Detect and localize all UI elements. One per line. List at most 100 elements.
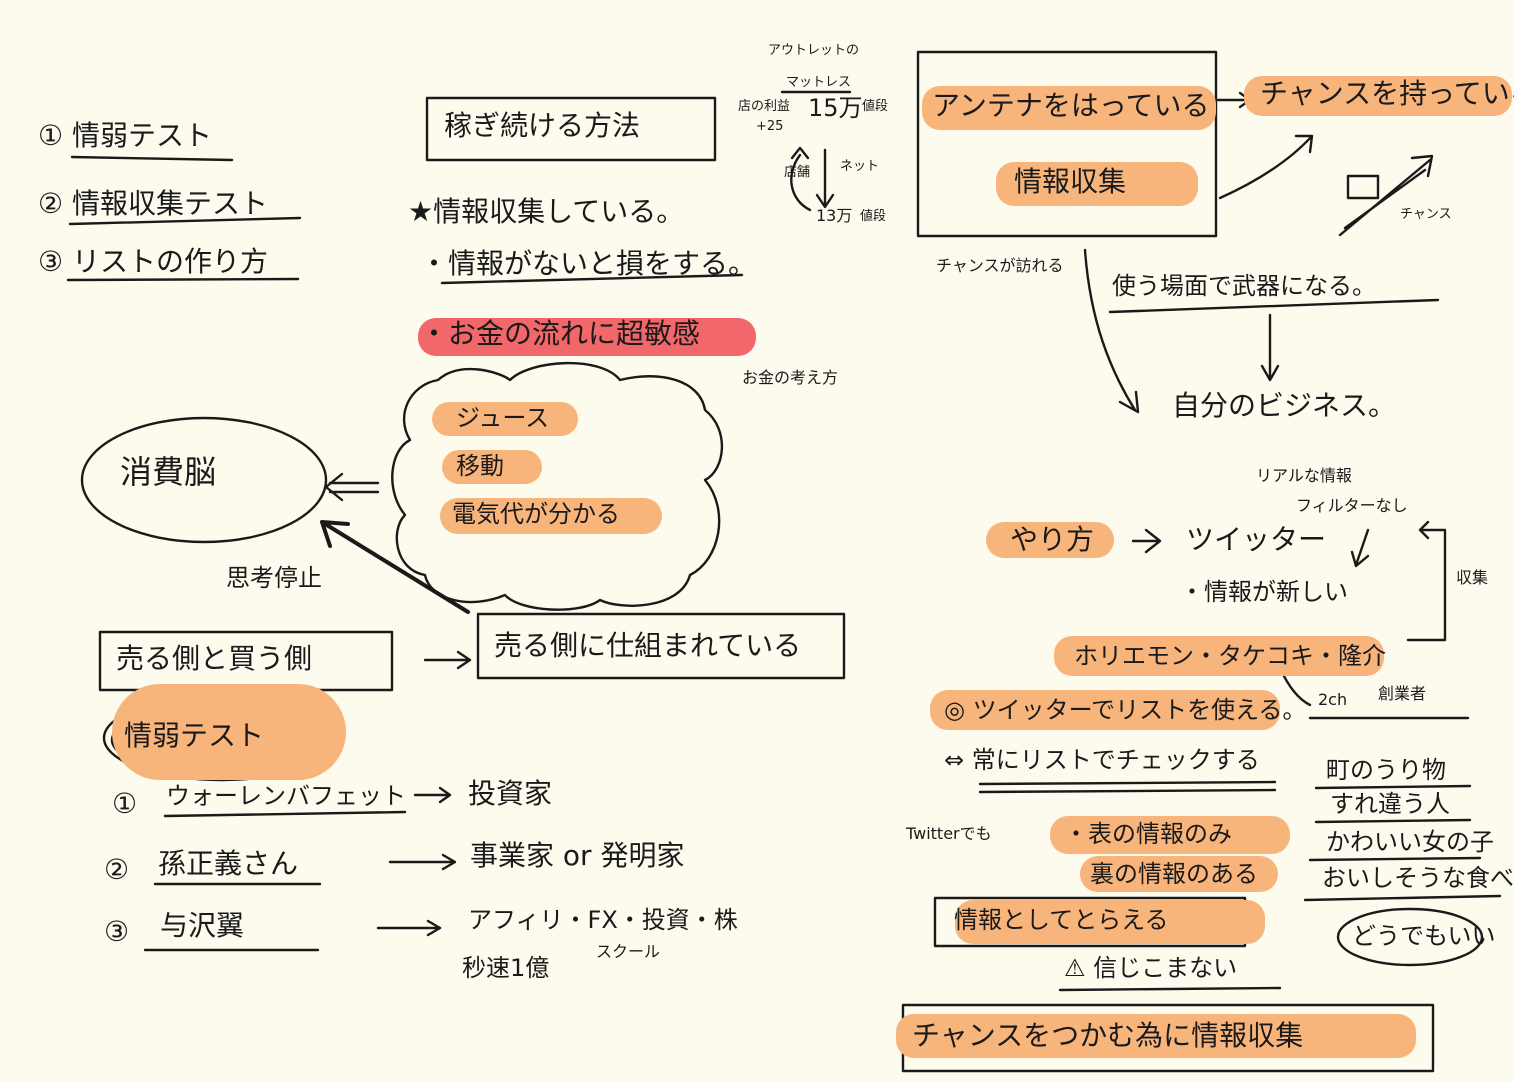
arrow-right [388,853,457,871]
underline [1058,986,1282,992]
arrow-right [413,786,452,804]
cloud-shape [391,361,724,611]
arrow-right [376,919,442,937]
filter-label: フィルターなし [1296,496,1408,515]
highlight [986,522,1114,558]
list-item-3: ③ リストの作り方 [38,245,269,278]
store-label: 店の利益 [738,99,791,114]
unit-2: 値段 [860,209,887,224]
consumer-label: 消費脳 [120,453,217,491]
arrow-down [1350,528,1370,568]
weapon-label: 使う場面で武器になる。 [1112,272,1376,300]
underline [440,273,744,285]
row-3-name: 与沢翼 [160,909,245,942]
price-2: 13万 [816,206,853,225]
info-collect-label: 情報収集 [1014,165,1127,198]
back-info: 裏の情報のある [1090,860,1258,888]
chance-small: チャンス [1400,207,1452,222]
new-info: ・情報が新しい [1180,578,1348,606]
underline [1314,784,1472,790]
row-1-role: 投資家 [468,777,553,810]
arrow-right [423,650,472,670]
arrow-updown [790,146,812,212]
underline [66,277,300,282]
highlight [440,498,662,534]
highlight [996,162,1198,206]
test-title: 情弱テスト [124,719,265,752]
box-buy-label: 売る側と買う側 [116,642,313,675]
stop-label: 思考停止 [226,564,322,592]
mattress-label: マットレス [786,75,852,90]
cloud-item-3: 電気代が分かる [452,500,620,528]
front-info: ・表の情報のみ [1064,820,1232,848]
consumer-ellipse [80,416,328,544]
check-label: ⇔ 常にリストでチェックする [944,746,1260,774]
method-title: 稼ぎ続ける方法 [444,109,641,142]
title-box [425,96,717,162]
highlight [922,86,1216,130]
list-item-2: ② 情報収集テスト [38,187,269,220]
as-info: 情報としてとらえる [954,906,1169,934]
highlight [432,402,578,436]
outlet-label: アウトレットの [768,43,860,58]
bullet-2: ・お金の流れに超敏感 [420,317,701,350]
arrow-diag [1218,134,1314,200]
row-1-name: ウォーレンバフェット [166,782,406,810]
highlight [930,690,1280,730]
doudemo-ellipse [1336,907,1484,967]
collect-label: 収集 [1456,568,1489,587]
trust-label: ⚠ 信じこまない [1064,954,1238,982]
founder-label: 創業者 [1378,684,1427,703]
price-1: 15万 [808,94,863,122]
row-3-role: アフィリ・FX・投資・株 [468,906,738,934]
ch2-label: 2ch [1318,690,1348,709]
side-item-4: おいしそうな食べ物 [1322,864,1514,892]
stairs-sketch [1338,154,1434,237]
row-3-num: ③ [104,915,130,948]
store2-label: 店舗 [784,165,811,180]
list-item-1: ① 情弱テスト [38,119,213,152]
arrow-down [1260,313,1280,382]
net-label: ネット [840,159,880,174]
cloud-item-2: 移動 [456,452,504,480]
underline [1314,818,1472,824]
row-2-name: 孫正義さん [158,847,299,880]
highlight [1080,856,1278,892]
person-sketch [1346,174,1380,200]
underline [163,810,407,818]
cloud-item-1: ジュース [456,404,550,432]
note-a: 秒速1億 [462,954,550,982]
antenna-box [916,50,1218,238]
highlight [955,900,1265,944]
arrow-plus [1131,528,1162,554]
unit-1: 値段 [862,99,889,114]
box-sell-side [476,612,846,680]
highlight [442,450,542,484]
list-use: ◎ ツイッターでリストを使える。 [944,696,1307,724]
highlight [1050,816,1290,854]
how-label: やり方 [1010,523,1095,556]
side-item-3: かわいい女の子 [1326,828,1494,856]
chance-label: チャンスを持っている [1260,77,1514,110]
underline [70,155,234,162]
highlight [1054,636,1384,676]
underline [1108,298,1440,314]
real-info: リアルな情報 [1256,466,1352,485]
side-item-2: すれ違う人 [1330,790,1450,818]
row-2-role: 事業家 or 発明家 [470,839,685,872]
underline [1303,894,1502,902]
row-1-num: ① [112,787,138,820]
note-b: スクール [596,942,661,961]
side-item-1: 町のうり物 [1326,756,1446,784]
plus-label: +25 [756,119,784,134]
business-label: 自分のビジネス。 [1172,389,1397,422]
twitter-label: ツイッター [1186,523,1327,556]
names-label: ホリエモン・タケコキ・隆介 [1074,642,1386,670]
antenna-label: アンテナをはっている [932,89,1210,122]
long-arrow [320,520,470,614]
highlight [418,318,756,356]
underline [68,216,302,226]
highlight [1244,76,1512,116]
star-line: ★情報収集している。 [408,195,685,228]
collect-bracket [1406,520,1447,642]
